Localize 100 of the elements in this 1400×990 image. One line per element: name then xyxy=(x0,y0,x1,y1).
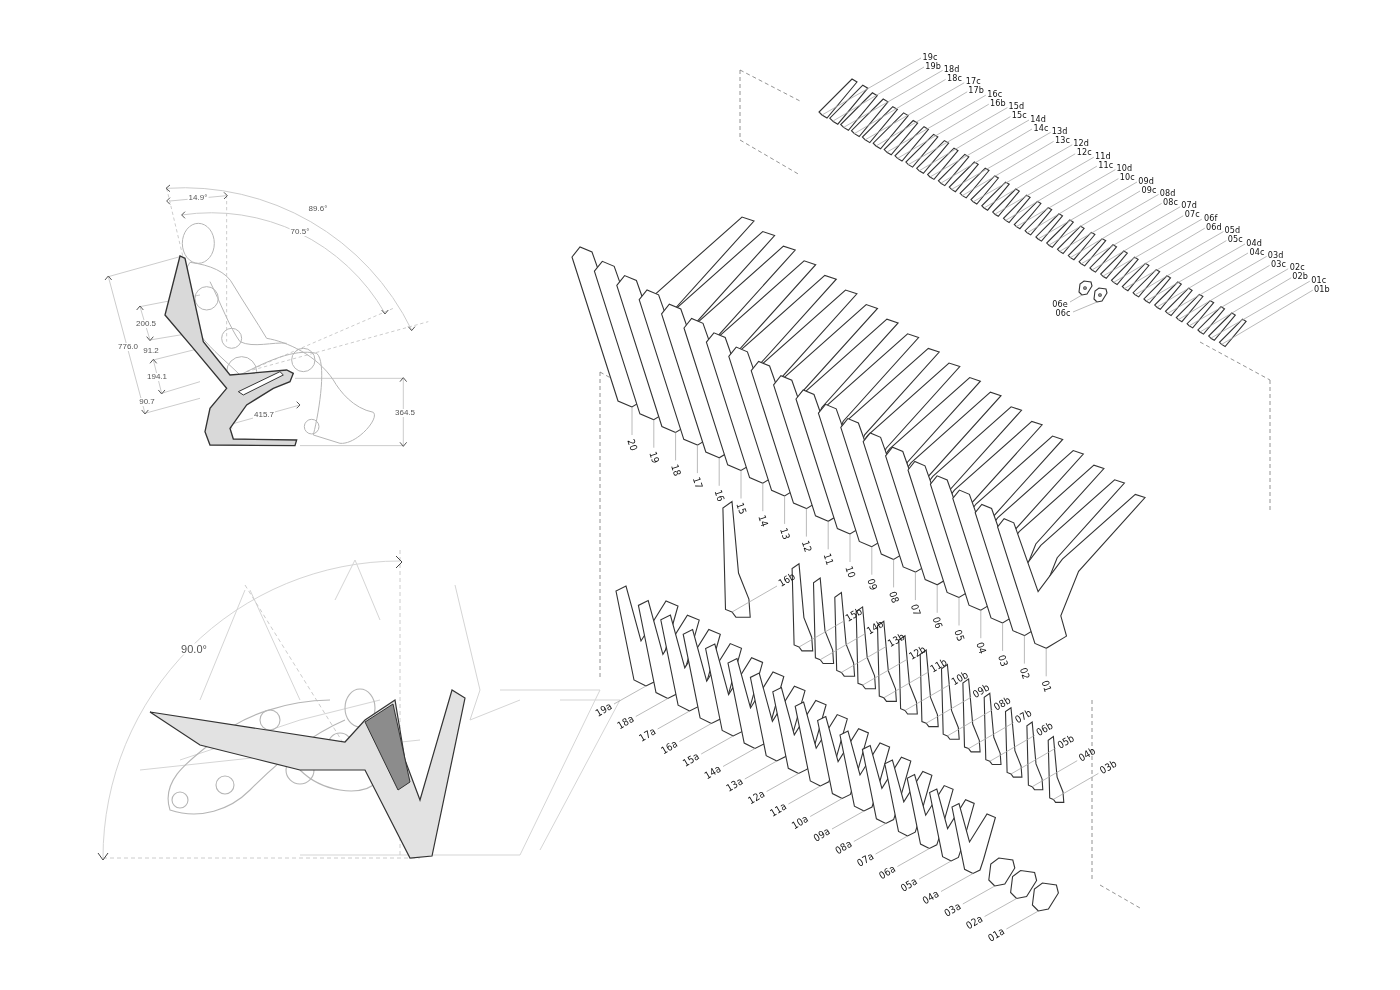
leader-line xyxy=(875,835,908,855)
leader-line xyxy=(1199,277,1292,333)
leader-line xyxy=(989,734,1036,762)
leader-line xyxy=(1069,294,1083,303)
leader-line xyxy=(819,633,866,661)
chair-slice xyxy=(1099,250,1129,279)
leader-line xyxy=(968,722,1014,749)
leader-line xyxy=(962,885,996,905)
part-number: 14b xyxy=(865,619,886,637)
part-number: 02a xyxy=(964,913,985,932)
dimension-value: 194.1 xyxy=(146,373,168,381)
leader-line xyxy=(1026,178,1119,234)
leader-line xyxy=(918,860,952,880)
leader-line xyxy=(983,153,1076,209)
leader-line xyxy=(1188,268,1289,327)
part-number: 18 xyxy=(669,463,683,478)
leader-line xyxy=(947,709,993,737)
chair-slice xyxy=(959,167,990,199)
part-number: 02 xyxy=(1017,666,1031,681)
leader-line xyxy=(940,128,1033,184)
chair-slice xyxy=(1067,231,1096,261)
leader-line xyxy=(697,444,698,474)
dimension-value: 90.7 xyxy=(138,398,156,406)
part-number: 20 xyxy=(625,437,639,453)
part-number: 05 xyxy=(952,628,966,643)
leader-line xyxy=(762,482,764,512)
leader-line xyxy=(1113,227,1206,283)
leader-line xyxy=(915,571,916,601)
part-number: 16c xyxy=(987,89,1003,99)
leader-line xyxy=(1072,301,1098,313)
leader-line xyxy=(841,646,887,673)
chair-slice xyxy=(722,500,751,618)
dimension-value: 89.6° xyxy=(307,205,329,213)
leader-line xyxy=(864,82,965,141)
part-number: 01 xyxy=(1039,679,1053,694)
part-number: 06f xyxy=(1204,213,1218,223)
part-number: 10b xyxy=(949,669,971,688)
chair-slice xyxy=(812,577,835,665)
part-number: 09d xyxy=(1138,176,1154,186)
leader-line xyxy=(980,609,982,639)
part-number: 10d xyxy=(1116,164,1133,174)
leader-line xyxy=(897,103,990,159)
part-number: 12b xyxy=(907,644,928,662)
leader-line xyxy=(1102,218,1203,277)
part-number: 16b xyxy=(776,571,798,589)
part-number: 06d xyxy=(1205,222,1222,232)
leader-line xyxy=(994,156,1095,215)
leader-line xyxy=(766,773,799,792)
part-number: 11d xyxy=(1094,151,1111,161)
part-number: 07b xyxy=(1013,707,1034,726)
leader-line xyxy=(1045,647,1047,677)
part-number: 18a xyxy=(615,713,636,732)
part-number: 03b xyxy=(1098,758,1119,777)
leader-line xyxy=(631,406,633,436)
leader-line xyxy=(1156,252,1249,308)
leader-line xyxy=(1178,265,1270,320)
part-number: 14a xyxy=(703,763,723,782)
part-number: 12a xyxy=(746,788,767,807)
part-number: 05a xyxy=(899,876,920,894)
part-number: 09 xyxy=(865,577,879,592)
leader-line xyxy=(679,723,712,742)
leader-line xyxy=(1167,256,1267,314)
leader-line xyxy=(853,823,887,842)
part-number: 11b xyxy=(928,657,949,675)
part-number: 16a xyxy=(659,738,680,757)
part-number: 15a xyxy=(681,751,702,769)
part-number: 12d xyxy=(1073,139,1090,149)
chair-slice xyxy=(1164,287,1193,317)
part-number: 07c xyxy=(1184,210,1200,220)
chair-slice xyxy=(1175,293,1204,323)
leader-line xyxy=(1048,190,1141,246)
leader-line xyxy=(883,671,930,699)
leader-line xyxy=(1005,165,1098,221)
leader-line xyxy=(1016,169,1116,227)
leader-line xyxy=(1053,773,1099,800)
leader-line xyxy=(1134,240,1227,296)
leader-line xyxy=(1002,622,1003,652)
leader-line xyxy=(657,710,690,730)
part-number: 08c xyxy=(1163,197,1179,207)
leader-line xyxy=(1037,181,1138,240)
dimension-value: 415.7 xyxy=(253,411,275,419)
leader-line xyxy=(831,810,865,830)
leader-line xyxy=(731,585,778,613)
chair-slice xyxy=(1089,244,1118,273)
chair-slice xyxy=(1002,194,1031,224)
part-number: 04b xyxy=(1077,746,1098,764)
part-number: 14 xyxy=(756,514,770,529)
part-number: 05d xyxy=(1224,226,1241,236)
part-number: 15 xyxy=(734,501,748,516)
part-number: 03d xyxy=(1267,250,1284,260)
part-number: 17b xyxy=(968,86,985,96)
leader-line xyxy=(958,597,960,626)
part-number: 11c xyxy=(1098,160,1114,170)
part-number: 09a xyxy=(812,826,832,844)
part-number: 01a xyxy=(986,926,1007,944)
chair-slice xyxy=(883,119,919,156)
leader-line xyxy=(908,107,1008,165)
part-number: 19 xyxy=(647,450,661,465)
chair-slice xyxy=(861,106,899,144)
leader-line xyxy=(1010,747,1057,775)
